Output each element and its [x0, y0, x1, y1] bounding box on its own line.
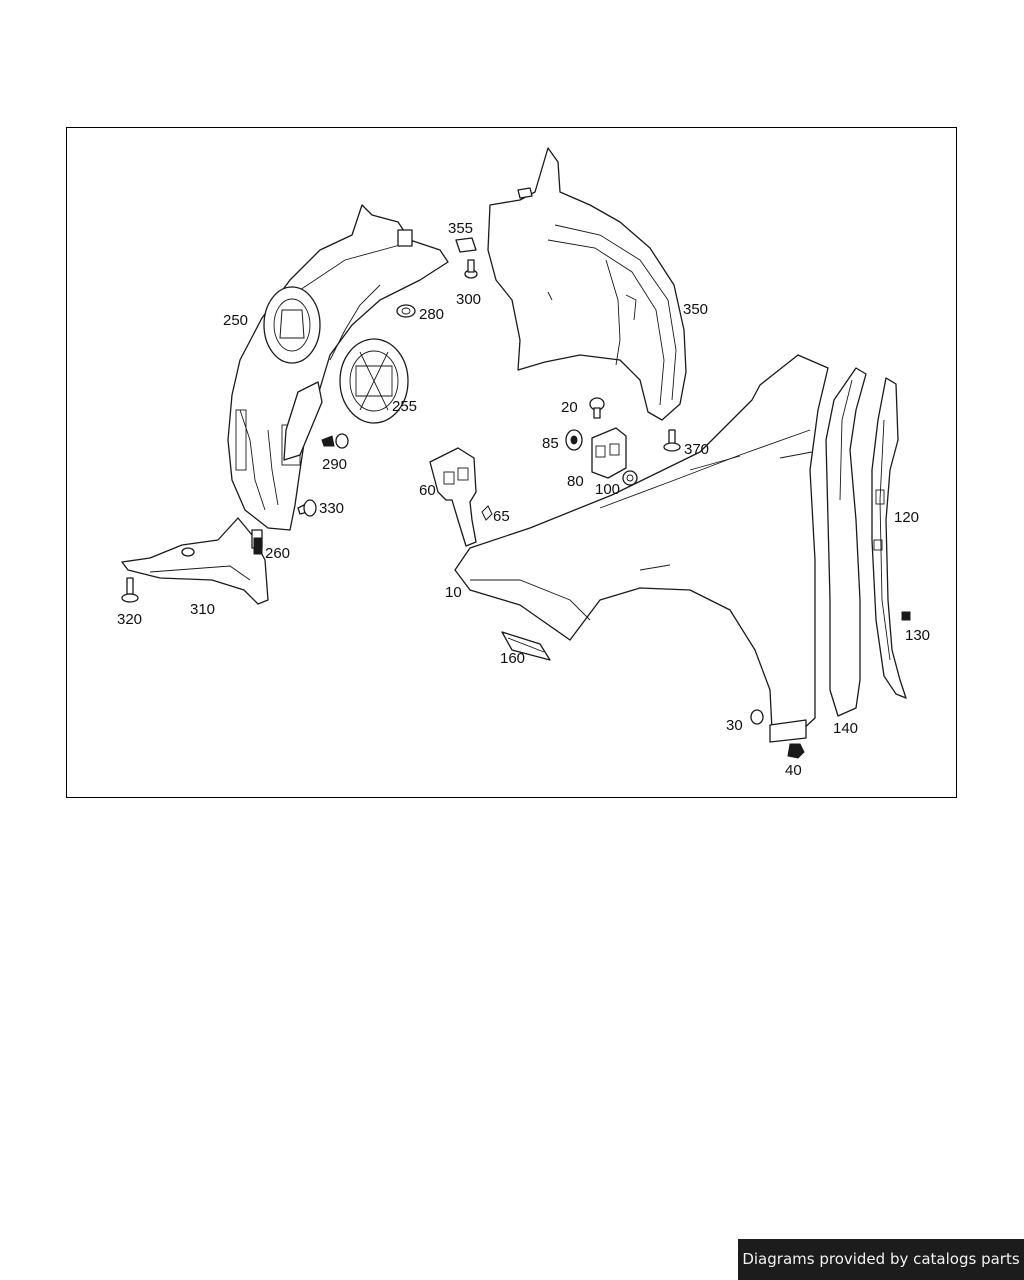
callout-100: 100: [595, 481, 620, 498]
wheel-arch-liner-front: [227, 204, 449, 531]
callout-255: 255: [392, 398, 417, 415]
round-cover-plate: [339, 338, 409, 424]
fender-seal-strip: [871, 377, 907, 699]
mounting-bracket: [429, 447, 493, 547]
callout-160: 160: [500, 650, 525, 667]
callout-300: 300: [456, 291, 481, 308]
callout-140: 140: [833, 720, 858, 737]
bracket-80: [591, 427, 627, 479]
callout-60: 60: [419, 482, 436, 499]
callout-85: 85: [542, 435, 559, 452]
callout-310: 310: [190, 601, 215, 618]
callout-20: 20: [561, 399, 578, 416]
callout-40: 40: [785, 762, 802, 779]
callout-65: 65: [493, 508, 510, 525]
fasteners: [121, 237, 911, 759]
callout-80: 80: [567, 473, 584, 490]
wheel-arch-liner-rear: [487, 147, 687, 421]
callout-labels: 10 20 30 40 60 65 80 85 100 120 130 140 …: [117, 220, 930, 779]
callout-10: 10: [445, 584, 462, 601]
callout-280: 280: [419, 306, 444, 323]
callout-30: 30: [726, 717, 743, 734]
callout-290: 290: [322, 456, 347, 473]
front-fender: [454, 354, 829, 743]
side-emblem: [501, 631, 551, 661]
callout-130: 130: [905, 627, 930, 644]
callout-260: 260: [265, 545, 290, 562]
callout-355: 355: [448, 220, 473, 237]
callout-330: 330: [319, 500, 344, 517]
callout-120: 120: [894, 509, 919, 526]
callout-320: 320: [117, 611, 142, 628]
lower-splash-panel: [121, 517, 269, 605]
callout-350: 350: [683, 301, 708, 318]
fender-moulding-strip: [825, 367, 867, 717]
credit-banner: Diagrams provided by catalogs parts: [738, 1239, 1024, 1280]
callout-250: 250: [223, 312, 248, 329]
callout-370: 370: [684, 441, 709, 458]
